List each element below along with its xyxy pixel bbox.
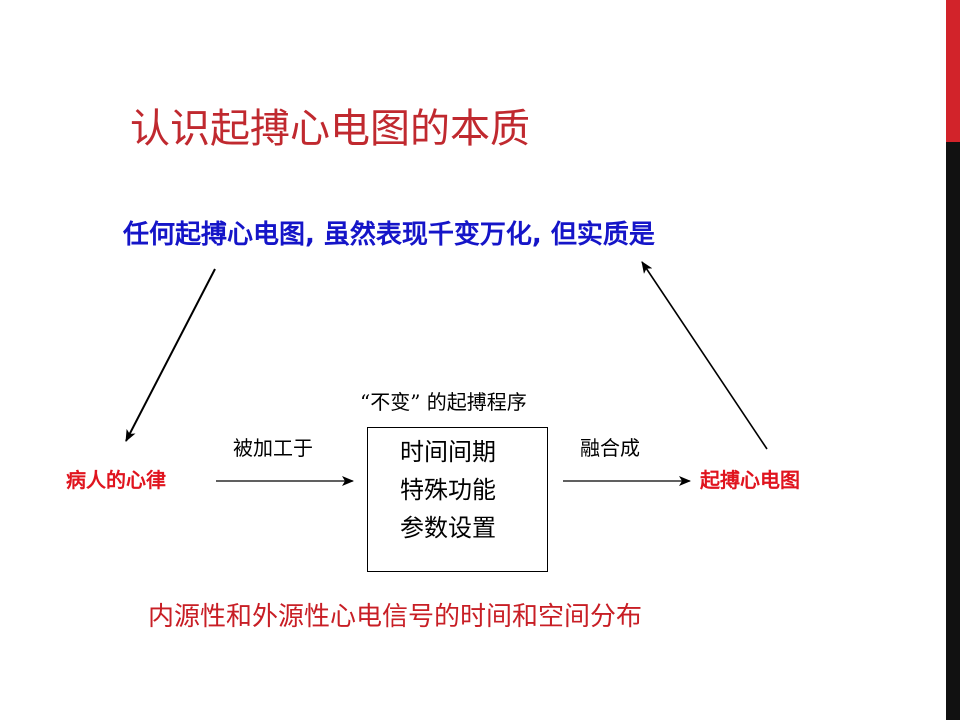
right-output-label: 起搏心电图 bbox=[700, 468, 800, 492]
box-line-intervals: 时间间期 bbox=[400, 438, 496, 466]
box-caption: “不变” 的起搏程序 bbox=[360, 390, 527, 414]
slide-title: 认识起搏心电图的本质 bbox=[130, 106, 530, 152]
slide-subtitle: 任何起搏心电图, 虽然表现千变万化, 但实质是 bbox=[123, 220, 655, 250]
left-arrow-label: 被加工于 bbox=[233, 436, 313, 460]
box-line-functions: 特殊功能 bbox=[400, 476, 496, 504]
left-input-label: 病人的心律 bbox=[66, 468, 166, 492]
accent-bar-red bbox=[946, 0, 960, 142]
accent-bar-black bbox=[946, 142, 960, 720]
process-box bbox=[367, 427, 548, 572]
arrow-output-to-subtitle bbox=[641, 261, 768, 450]
arrow-subtitle-to-input bbox=[125, 268, 216, 442]
box-line-parameters: 参数设置 bbox=[400, 514, 496, 542]
right-arrow-label: 融合成 bbox=[580, 436, 640, 460]
bottom-note: 内源性和外源性心电信号的时间和空间分布 bbox=[148, 602, 643, 632]
